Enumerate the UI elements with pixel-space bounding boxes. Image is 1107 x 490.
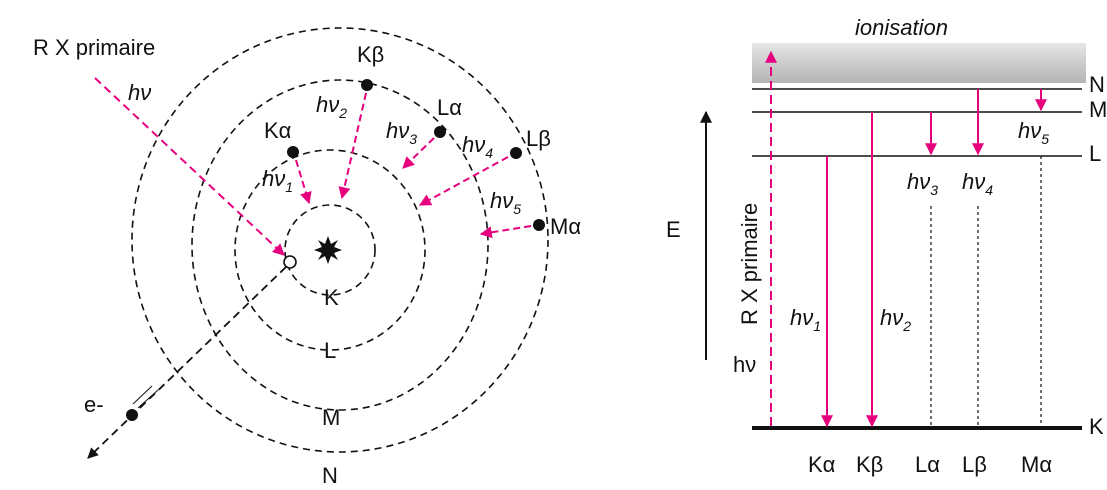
transition-label-kalpha: Kα — [808, 452, 836, 477]
shell-n-orbit — [132, 28, 548, 452]
emitter-label-malpha: Mα — [550, 214, 581, 239]
transition-energy-lalpha: hν3 — [907, 169, 938, 198]
ejected-electron-path — [88, 267, 286, 458]
transition-energy-kbeta: hν2 — [880, 305, 911, 334]
emission-energy-malpha: hν5 — [490, 188, 521, 217]
level-label-n: N — [1089, 72, 1105, 97]
emitter-dot-malpha — [533, 219, 545, 231]
transition-energy-kalpha: hν1 — [790, 305, 821, 334]
level-label-k: K — [1089, 414, 1104, 439]
ionisation-label: ionisation — [855, 15, 948, 40]
level-diagram: ionisation N M L K E R X primaire hν hν1… — [666, 15, 1107, 477]
emitter-dot-lbeta — [510, 147, 522, 159]
emission-arrow-kalpha — [296, 160, 309, 203]
transition-label-lbeta: Lβ — [962, 452, 987, 477]
shell-label-m: M — [322, 405, 340, 430]
transition-label-lalpha: Lα — [915, 452, 940, 477]
transition-energy-malpha: hν5 — [1018, 118, 1049, 147]
nucleus-icon — [314, 236, 342, 264]
emitter-label-lbeta: Lβ — [526, 126, 551, 151]
emission-energy-kalpha: hν1 — [262, 166, 293, 195]
emission-energy-lalpha: hν3 — [386, 118, 417, 147]
incident-xray-arrow — [95, 78, 284, 255]
emission-energy-kbeta: hν2 — [316, 92, 347, 121]
emitter-label-kbeta: Kβ — [357, 42, 384, 67]
transition-label-kbeta: Kβ — [856, 452, 883, 477]
electron-label: e- — [84, 392, 104, 417]
emitter-dot-kalpha — [287, 146, 299, 158]
ionisation-band — [752, 43, 1086, 83]
emitter-dot-kbeta — [361, 79, 373, 91]
k-shell-vacancy — [284, 256, 296, 268]
emission-energy-lbeta: hν4 — [462, 132, 493, 161]
emitter-label-kalpha: Kα — [264, 118, 292, 143]
ejected-electron-dot — [126, 409, 138, 421]
shell-label-n: N — [322, 463, 338, 488]
shell-label-k: K — [324, 285, 339, 310]
emitter-label-lalpha: Lα — [437, 95, 462, 120]
shell-label-l: L — [324, 338, 336, 363]
transition-label-malpha: Mα — [1021, 452, 1052, 477]
energy-axis-label: E — [666, 217, 681, 242]
incident-energy: hν — [128, 80, 151, 105]
level-label-l: L — [1089, 141, 1101, 166]
atom-diagram: K L M N R X primaire hν e- Kα hν1 Kβ hν2 — [33, 28, 581, 488]
incident-label: R X primaire — [33, 35, 155, 60]
electron-motion-streak — [133, 386, 152, 404]
emission-arrow-malpha — [481, 226, 531, 234]
incident-energy-levels: hν — [733, 352, 756, 377]
level-label-m: M — [1089, 97, 1107, 122]
incident-label-levels: R X primaire — [737, 203, 762, 325]
emitter-dot-lalpha — [434, 126, 446, 138]
transition-energy-lbeta: hν4 — [962, 169, 993, 198]
electron-motion-streak-2 — [138, 390, 158, 408]
